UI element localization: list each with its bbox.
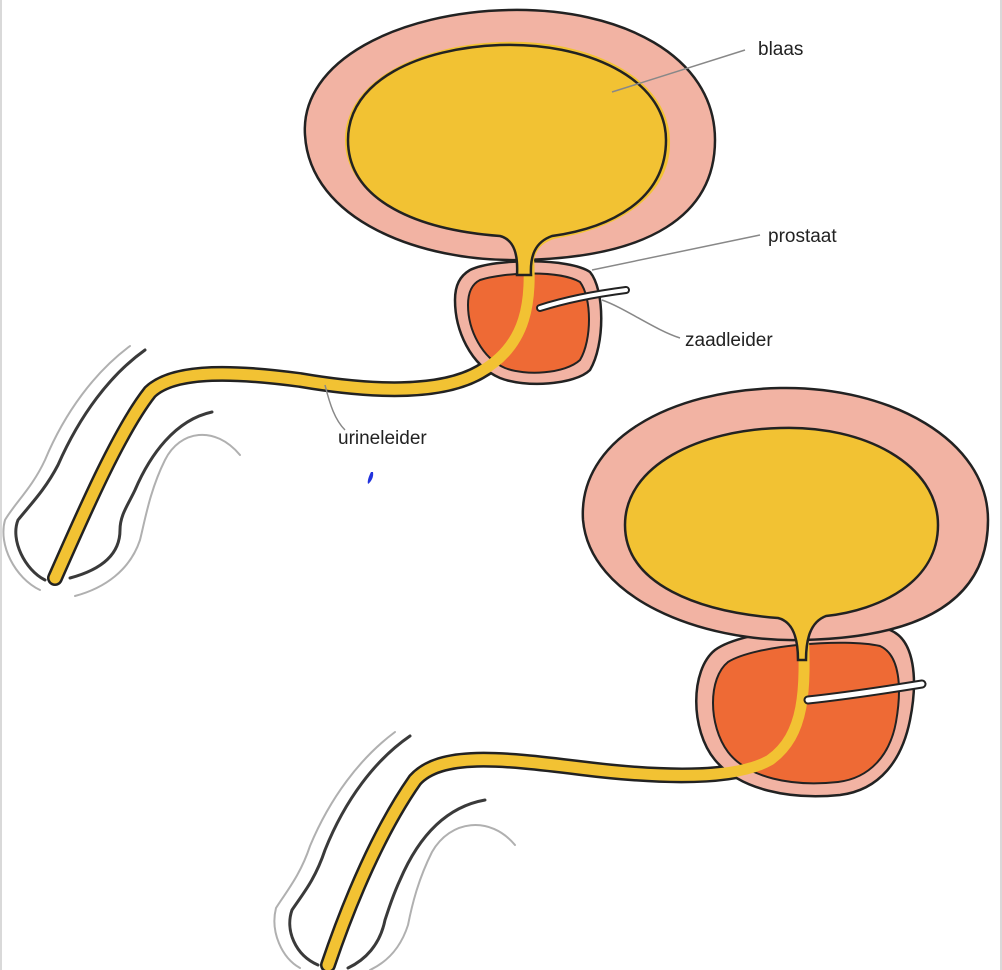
bladder-2 (583, 388, 988, 660)
blue-mark (368, 472, 373, 484)
bladder (305, 10, 715, 275)
penis-outline (3, 346, 240, 596)
leader-vas-deferens (602, 300, 680, 338)
label-vas-deferens: zaadleider (685, 330, 773, 351)
figure-enlarged-prostate (274, 388, 988, 970)
label-bladder: blaas (758, 39, 803, 60)
label-urethra: urineleider (338, 428, 427, 449)
label-prostate: prostaat (768, 226, 837, 247)
